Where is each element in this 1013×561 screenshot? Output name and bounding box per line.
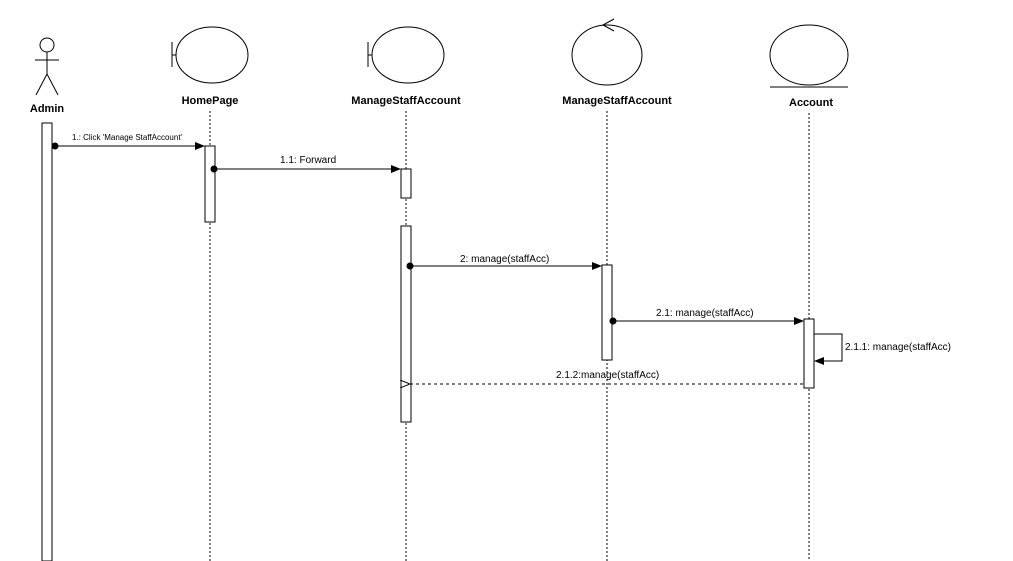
participant-msa-control: ManageStaffAccount (562, 18, 672, 561)
participant-admin-label: Admin (30, 103, 65, 115)
participant-account-label: Account (789, 97, 833, 109)
participant-msa-boundary-label: ManageStaffAccount (351, 95, 461, 107)
activation-msa-control (601, 264, 613, 361)
message-2-label: 2: manage(staffAcc) (460, 254, 549, 265)
message-1-1: 1.1: Forward (210, 155, 401, 173)
message-1: 1.: Click 'Manage StaffAccount' (51, 133, 205, 150)
message-2: 2: manage(staffAcc) (406, 254, 602, 270)
boundary-icon (171, 26, 249, 84)
activation-admin (41, 122, 53, 561)
activation-msa-boundary-1 (400, 168, 412, 199)
entity-icon (769, 24, 849, 88)
participant-account: Account (769, 24, 849, 561)
message-2-1-2: 2.1.2:manage(staffAcc) (410, 370, 803, 384)
activation-msa-boundary-2 (400, 225, 412, 423)
participant-admin: Admin (30, 37, 65, 561)
actor-icon (35, 37, 59, 96)
message-2-1-1: 2.1.1: manage(staffAcc) (814, 333, 951, 365)
activation-homepage (204, 145, 216, 223)
control-icon (571, 18, 643, 86)
participant-msa-control-label: ManageStaffAccount (562, 95, 672, 107)
message-2-1-1-label: 2.1.1: manage(staffAcc) (845, 342, 951, 353)
participant-homepage-label: HomePage (182, 95, 239, 107)
message-2-1-2-label: 2.1.2:manage(staffAcc) (556, 370, 659, 381)
message-1-label: 1.: Click 'Manage StaffAccount' (72, 133, 183, 142)
participant-msa-boundary: ManageStaffAccount (351, 26, 461, 561)
participant-homepage: HomePage (171, 26, 249, 561)
message-2-1-label: 2.1: manage(staffAcc) (656, 308, 754, 319)
message-1-1-label: 1.1: Forward (280, 155, 336, 166)
boundary-icon (367, 26, 445, 84)
message-2-1: 2.1: manage(staffAcc) (609, 308, 804, 325)
activation-account (803, 318, 815, 389)
